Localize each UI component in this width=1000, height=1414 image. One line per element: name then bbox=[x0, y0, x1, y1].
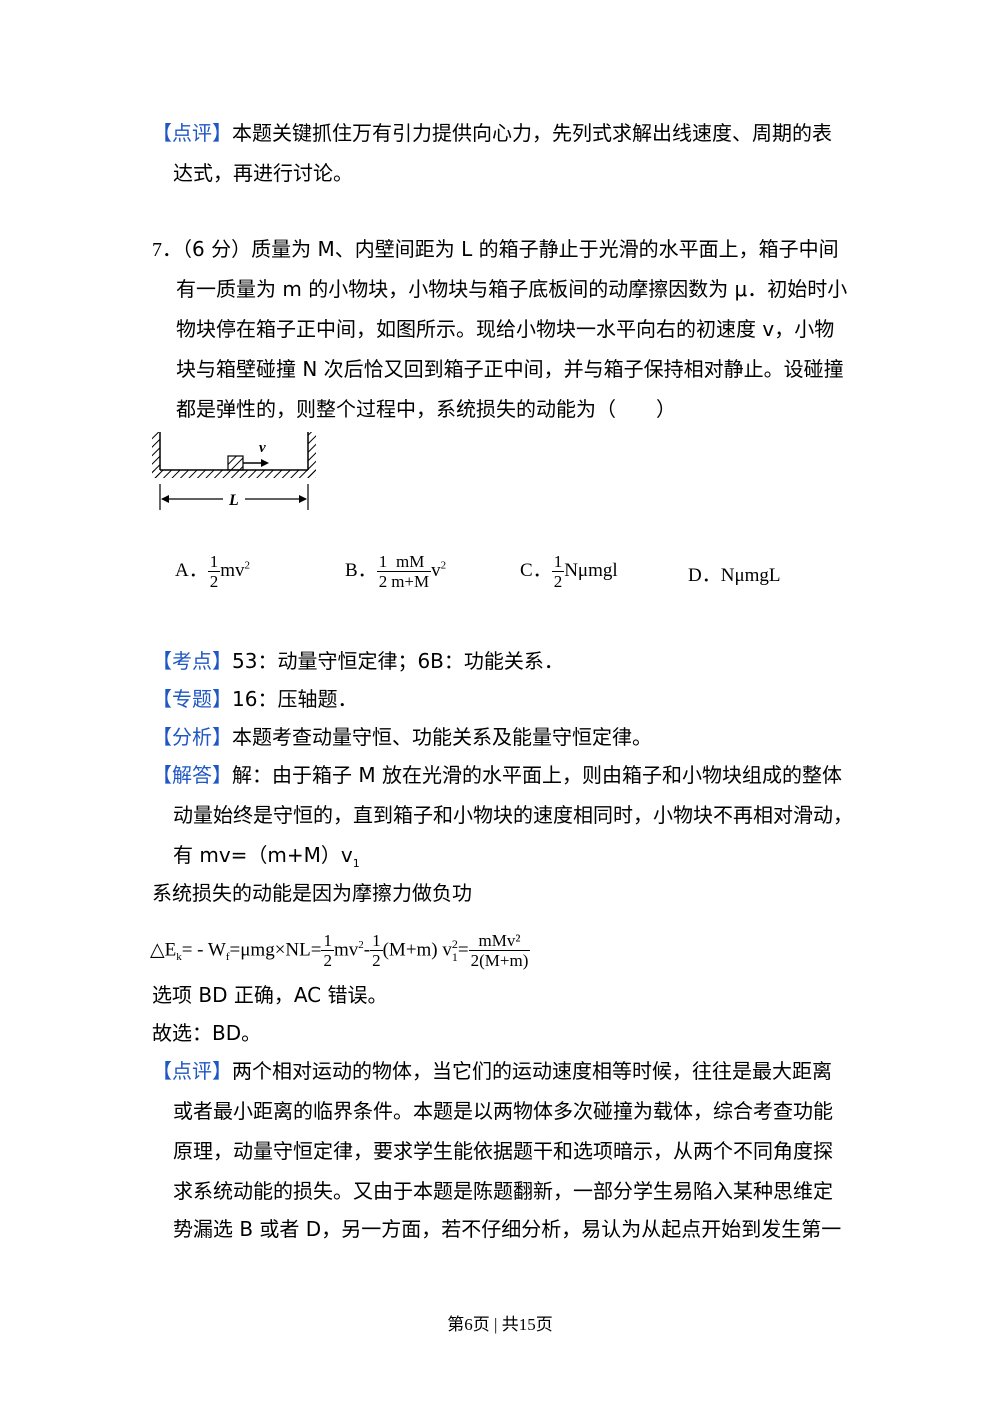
question-line-1: 7．（6 分）质量为 M、内壁间距为 L 的箱子静止于光滑的水平面上，箱子中间 bbox=[152, 237, 839, 261]
box-left-wall bbox=[152, 432, 161, 478]
review-tag: 【点评】 bbox=[152, 121, 232, 145]
box-figure: v L bbox=[152, 432, 316, 510]
question-line-5: 都是弹性的，则整个过程中，系统损失的动能为（ ） bbox=[176, 397, 676, 421]
kaodian-line: 【考点】53：动量守恒定律；6B：功能关系． bbox=[152, 649, 564, 673]
review-2-line-4: 求系统动能的损失。又由于本题是陈题翻新，一部分学生易陷入某种思维定 bbox=[173, 1179, 833, 1203]
question-line-4: 块与箱壁碰撞 N 次后恰又回到箱子正中间，并与箱子保持相对静止。设碰撞 bbox=[176, 357, 844, 381]
question-number: 7． bbox=[152, 239, 182, 261]
zhuanti-tag: 【专题】 bbox=[152, 687, 232, 711]
box-right-wall bbox=[307, 432, 316, 478]
review-2-line-1: 【点评】两个相对运动的物体，当它们的运动速度相等时候，往往是最大距离 bbox=[152, 1059, 832, 1083]
length-label: L bbox=[228, 492, 239, 509]
review-2-line-5: 势漏选 B 或者 D，另一方面，若不仔细分析，易认为从起点开始到发生第一 bbox=[173, 1217, 842, 1241]
question-line-2: 有一质量为 m 的小物块，小物块与箱子底板间的动摩擦因数为 μ．初始时小 bbox=[176, 277, 848, 301]
fenxi-line: 【分析】本题考查动量守恒、功能关系及能量守恒定律。 bbox=[152, 725, 652, 749]
question-score: （6 分） bbox=[182, 237, 252, 261]
kaodian-tag: 【考点】 bbox=[152, 649, 232, 673]
jieda-line-1: 【解答】解：由于箱子 M 放在光滑的水平面上，则由箱子和小物块组成的整体 bbox=[152, 763, 842, 787]
velocity-label: v bbox=[259, 440, 266, 456]
review-1-line-2: 达式，再进行讨论。 bbox=[173, 161, 353, 185]
jieda-line-2: 动量始终是守恒的，直到箱子和小物块的速度相同时，小物块不再相对滑动， bbox=[173, 803, 853, 827]
question-line-3: 物块停在箱子正中间，如图所示。现给小物块一水平向右的初速度 v，小物 bbox=[176, 317, 835, 341]
small-block bbox=[227, 455, 244, 471]
page-footer: 第6页 | 共15页 bbox=[447, 1315, 553, 1334]
fenxi-tag: 【分析】 bbox=[152, 725, 232, 749]
box-floor bbox=[152, 469, 316, 478]
zhuanti-line: 【专题】16：压轴题． bbox=[152, 687, 358, 711]
length-dimension bbox=[159, 484, 309, 510]
review-2-tag: 【点评】 bbox=[152, 1059, 232, 1083]
jieda-line-3: 有 mv=（m+M）v1 bbox=[173, 843, 360, 870]
review-2-line-3: 原理，动量守恒定律，要求学生能依据题干和选项暗示，从两个不同角度探 bbox=[173, 1139, 833, 1163]
jieda-line-4: 系统损失的动能是因为摩擦力做负功 bbox=[152, 881, 472, 905]
conclusion-line-2: 故选：BD。 bbox=[152, 1021, 262, 1045]
velocity-arrow bbox=[243, 459, 269, 467]
jieda-tag: 【解答】 bbox=[152, 763, 232, 787]
conclusion-line-1: 选项 BD 正确，AC 错误。 bbox=[152, 983, 388, 1007]
review-1-line-1: 【点评】本题关键抓住万有引力提供向心力，先列式求解出线速度、周期的表 bbox=[152, 121, 832, 145]
review-2-line-2: 或者最小距离的临界条件。本题是以两物体多次碰撞为载体，综合考查功能 bbox=[173, 1099, 833, 1123]
option-d[interactable]: D．NμmgL bbox=[688, 565, 781, 586]
